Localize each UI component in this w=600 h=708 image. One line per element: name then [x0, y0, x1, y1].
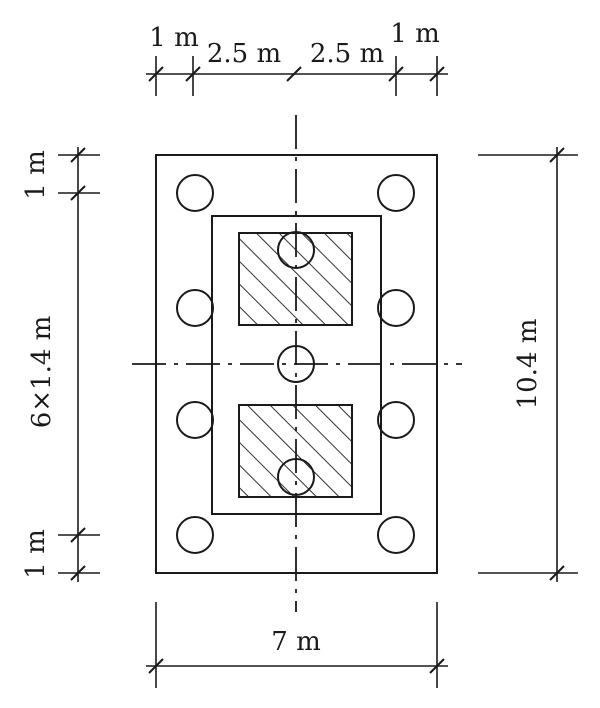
- left-dimension-chain: 1 m 6×1.4 m 1 m: [21, 147, 100, 582]
- bottom-dimension: 7 m: [146, 602, 448, 688]
- pile-left-1: [176, 174, 214, 212]
- dimension-label-top-2: 2.5 m: [207, 39, 281, 69]
- dimension-label-left-bottom: 1 m: [21, 529, 51, 578]
- dimension-label-top-3: 2.5 m: [310, 39, 384, 69]
- pile-left-4: [176, 516, 214, 554]
- pile-left-3: [176, 401, 214, 439]
- pile-right-4: [377, 516, 415, 554]
- pile-right-1: [377, 174, 415, 212]
- right-dimension: 10.4 m: [478, 147, 578, 582]
- dimension-label-top-4: 1 m: [390, 19, 439, 49]
- top-dimension-chain: 1 m 2.5 m 2.5 m 1 m: [146, 19, 448, 96]
- dimension-label-left-middle: 6×1.4 m: [27, 316, 57, 429]
- pile-left-2: [176, 289, 214, 327]
- dimension-label-top-1: 1 m: [149, 23, 198, 53]
- pile-right-2: [377, 289, 415, 327]
- dimension-label-bottom-total: 7 m: [271, 627, 320, 657]
- dimension-label-right-total: 10.4 m: [513, 319, 543, 410]
- dimension-label-left-top: 1 m: [21, 150, 51, 199]
- pile-right-3: [377, 401, 415, 439]
